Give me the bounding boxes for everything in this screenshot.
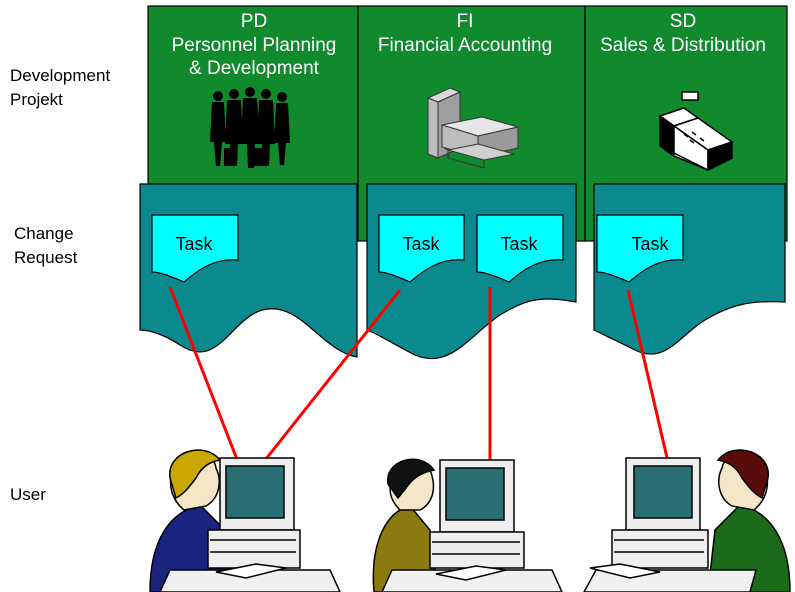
- people-group-icon: [210, 87, 290, 168]
- task-label: Task: [402, 234, 440, 254]
- change-request-banners: [139, 183, 786, 360]
- task-user-links: [168, 286, 670, 465]
- cash-register-icon: [658, 91, 734, 172]
- row-label-user: User: [10, 485, 46, 504]
- row-label-change-request-line1: Change: [14, 224, 74, 243]
- module-code-fi: FI: [457, 11, 474, 32]
- row-label-development-line2: Projekt: [10, 90, 63, 109]
- row-label-development: Development Projekt: [10, 64, 110, 112]
- task-card-fi-1[interactable]: Task: [378, 214, 465, 283]
- link-sd-task-to-user-3: [626, 289, 670, 463]
- user-at-computer-icon: [583, 449, 791, 592]
- task-label: Task: [631, 234, 669, 254]
- module-titles: PD Personnel Planning & Development FI F…: [172, 11, 766, 79]
- user-2[interactable]: [372, 458, 563, 592]
- module-name-sd-line1: Sales & Distribution: [600, 35, 766, 56]
- books-icon: [426, 87, 519, 169]
- module-name-pd-line1: Personnel Planning: [172, 35, 337, 56]
- user-at-computer-icon: [149, 449, 341, 592]
- module-name-fi-line1: Financial Accounting: [378, 35, 552, 56]
- link-pd-task-to-user-1: [168, 286, 240, 463]
- link-fi-task1-to-user-1: [260, 289, 402, 465]
- user-3[interactable]: [583, 449, 791, 592]
- module-name-pd-line2: & Development: [189, 58, 320, 79]
- user-1[interactable]: [149, 449, 341, 592]
- task-card-fi-2[interactable]: Task: [476, 214, 564, 283]
- task-cards: Task Task Task Task: [151, 214, 684, 283]
- module-code-sd: SD: [670, 11, 696, 32]
- row-label-development-line1: Development: [10, 66, 111, 85]
- task-card-sd[interactable]: Task: [596, 214, 684, 283]
- task-label: Task: [175, 234, 213, 254]
- row-label-change-request-line2: Request: [14, 248, 78, 267]
- task-card-pd[interactable]: Task: [151, 214, 239, 283]
- user-at-computer-icon: [372, 458, 563, 592]
- module-code-pd: PD: [241, 11, 267, 32]
- row-label-change-request: Change Request: [14, 222, 77, 270]
- task-label: Task: [500, 234, 538, 254]
